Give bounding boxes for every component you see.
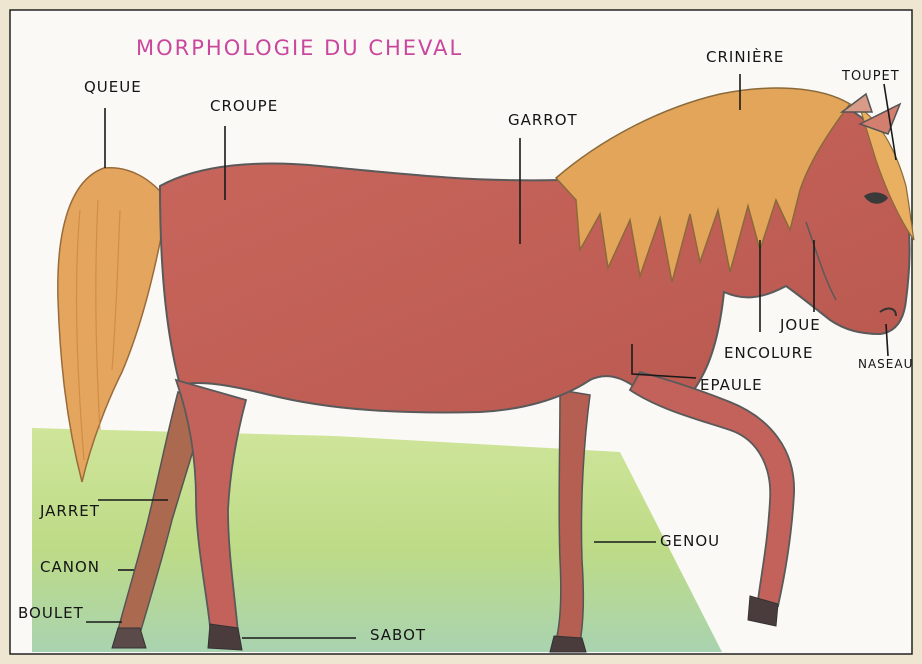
label-queue: QUEUE xyxy=(84,80,142,95)
hoof-far-hind xyxy=(112,628,146,648)
label-genou: GENOU xyxy=(660,534,720,549)
label-epaule: EPAULE xyxy=(700,378,763,393)
label-boulet: BOULET xyxy=(18,606,84,621)
hoof-far-fore xyxy=(550,636,586,652)
label-naseau: NASEAU xyxy=(858,358,913,370)
label-croupe: CROUPE xyxy=(210,99,278,114)
label-toupet: TOUPET xyxy=(842,70,900,83)
diagram-title: MORPHOLOGIE DU CHEVAL xyxy=(136,38,463,59)
label-encolure: ENCOLURE xyxy=(724,346,813,361)
hoof-near-hind xyxy=(208,624,242,650)
label-sabot: SABOT xyxy=(370,628,426,643)
label-canon: CANON xyxy=(40,560,100,575)
label-jarret: JARRET xyxy=(40,504,100,519)
label-criniere: CRINIÈRE xyxy=(706,50,784,65)
label-garrot: GARROT xyxy=(508,113,578,128)
label-joue: JOUE xyxy=(780,318,821,333)
